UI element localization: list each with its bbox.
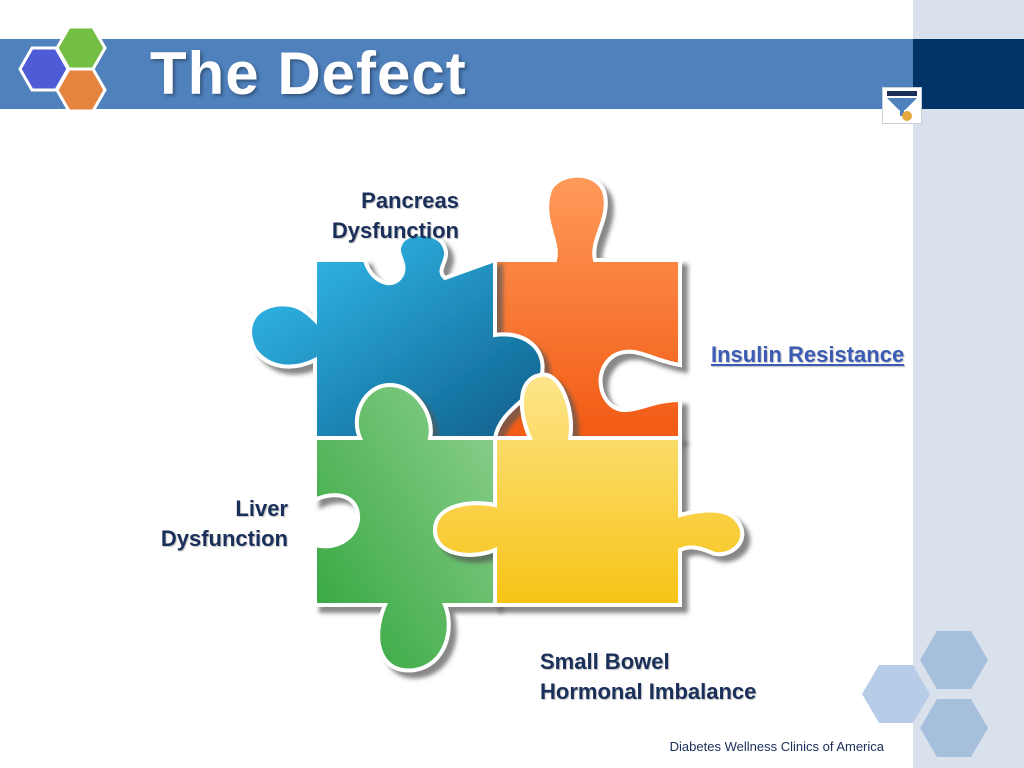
label-pancreas-dysfunction: Pancreas Dysfunction	[300, 186, 459, 246]
insulin-resistance-link[interactable]: Insulin Resistance	[711, 342, 905, 367]
puzzle-piece-yellow	[432, 372, 745, 607]
puzzle-piece-blue	[248, 232, 545, 440]
slide-title: The Defect	[150, 40, 467, 107]
label-pancreas-line-1: Pancreas	[361, 188, 459, 213]
decorative-hexagons-icon	[862, 631, 988, 757]
label-bowel-line-1: Small Bowel	[540, 649, 670, 674]
funnel-logo-icon	[887, 91, 917, 121]
hope-logo	[882, 87, 922, 124]
label-bowel-line-2: Hormonal Imbalance	[540, 679, 757, 704]
label-liver-dysfunction: Liver Dysfunction	[120, 494, 288, 554]
label-liver-line-1: Liver	[235, 496, 288, 521]
puzzle-graphic	[248, 173, 745, 673]
title-band-accent	[913, 39, 1024, 109]
footer-text: Diabetes Wellness Clinics of America	[669, 739, 884, 754]
hexagon-logo-icon	[18, 25, 107, 113]
label-small-bowel: Small Bowel Hormonal Imbalance	[540, 647, 756, 707]
label-pancreas-line-2: Dysfunction	[331, 218, 459, 243]
label-liver-line-2: Dysfunction	[160, 526, 288, 551]
title-band	[0, 39, 913, 109]
